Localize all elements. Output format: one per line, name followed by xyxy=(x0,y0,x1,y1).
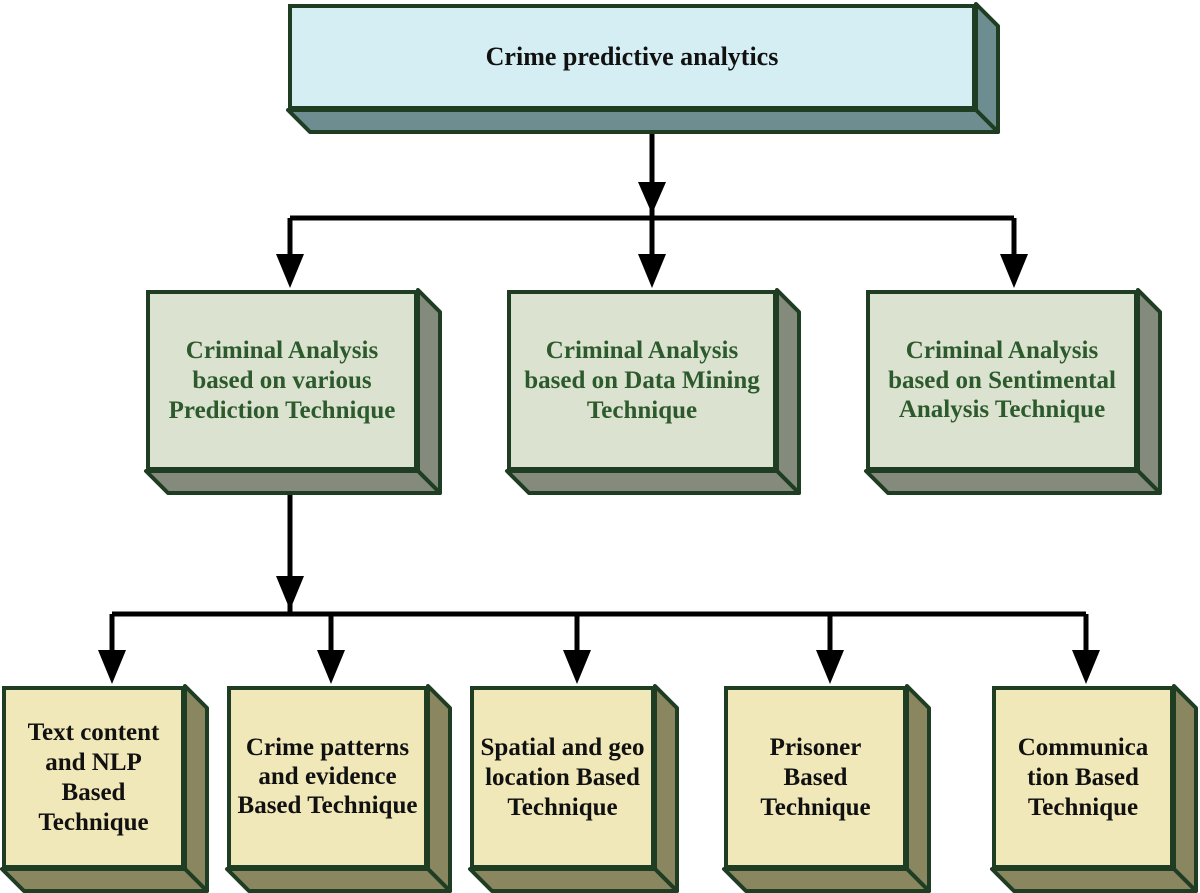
level3-box-prisoner-face: Prisoner Based Technique xyxy=(724,686,907,869)
level2-arrowhead-1 xyxy=(276,254,304,288)
level3-box-spatial-geo-label: Spatial and geo location Based Technique xyxy=(480,733,645,821)
prediction-arrowheads xyxy=(98,576,1100,684)
level3-box-3-bottom xyxy=(468,867,679,893)
level2-arrowhead-2 xyxy=(638,254,666,288)
level2-box-1-bottom xyxy=(144,469,442,495)
level3-arrowhead-5 xyxy=(1072,650,1100,684)
level3-box-2-bottom xyxy=(225,867,452,893)
root-box-face: Crime predictive analytics xyxy=(288,4,976,110)
level3-box-4-bottom xyxy=(722,867,931,893)
level3-box-communication-face: Communica tion Based Technique xyxy=(992,686,1174,869)
root-box-label: Crime predictive analytics xyxy=(485,42,779,72)
root-arrowheads xyxy=(276,182,1028,288)
level2-box-2-bottom xyxy=(505,469,801,495)
level2-box-sentimental-label: Criminal Analysis based on Sentimental A… xyxy=(888,337,1116,424)
level2-box-sentimental-face: Criminal Analysis based on Sentimental A… xyxy=(866,290,1138,471)
level2-box-data-mining-face: Criminal Analysis based on Data Mining T… xyxy=(507,290,777,471)
level3-box-crime-patterns-face: Crime patterns and evidence Based Techni… xyxy=(227,686,428,869)
level3-box-crime-patterns-label: Crime patterns and evidence Based Techni… xyxy=(237,734,418,819)
level3-box-text-nlp-label: Text content and NLP Based Technique xyxy=(27,718,160,836)
level3-box-prisoner-label: Prisoner Based Technique xyxy=(760,733,871,821)
level2-box-data-mining-label: Criminal Analysis based on Data Mining T… xyxy=(524,336,760,424)
level2-box-prediction-label: Criminal Analysis based on various Predi… xyxy=(168,336,396,424)
level3-box-communication-label: Communica tion Based Technique xyxy=(1017,733,1149,821)
level3-arrowhead-4 xyxy=(816,650,844,684)
level3-box-text-nlp-face: Text content and NLP Based Technique xyxy=(2,686,185,869)
level3-arrowhead-1 xyxy=(98,650,126,684)
level2-arrowhead-3 xyxy=(1000,254,1028,288)
level2-box-prediction-face: Criminal Analysis based on various Predi… xyxy=(146,290,418,471)
root-trunk-arrowhead xyxy=(638,182,666,214)
level2-box-3-bottom xyxy=(864,469,1162,495)
root-box-bottom xyxy=(286,108,1000,134)
level3-box-5-bottom xyxy=(990,867,1198,893)
prediction-trunk-arrowhead xyxy=(276,576,304,610)
level3-arrowhead-2 xyxy=(317,650,345,684)
level3-box-spatial-geo-face: Spatial and geo location Based Technique xyxy=(470,686,655,869)
level3-box-1-bottom xyxy=(0,867,209,893)
level3-arrowhead-3 xyxy=(563,650,591,684)
